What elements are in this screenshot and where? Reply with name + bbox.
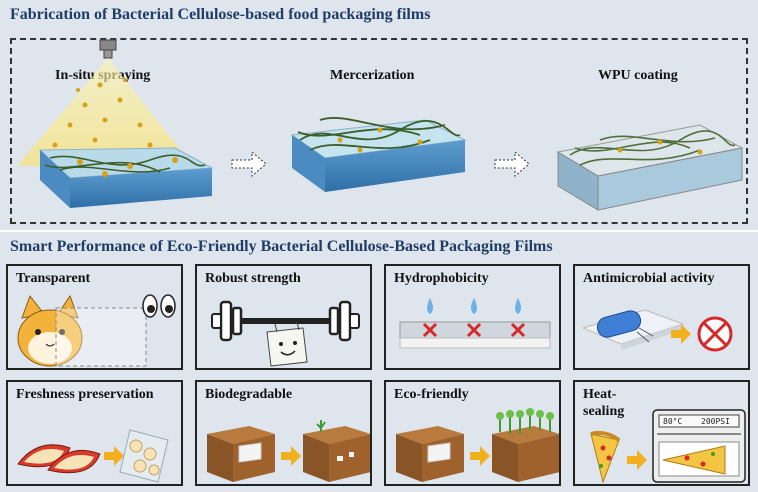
soil-block-before xyxy=(207,426,275,482)
panel-biodegradable-label: Biodegradable xyxy=(205,387,293,402)
freshness-illustration xyxy=(17,429,169,483)
step-mercerization: Mercerization xyxy=(330,68,415,83)
oven-pressure-readout: 200PSI xyxy=(701,417,730,426)
heat-label-line2: sealing xyxy=(583,404,625,419)
oven-temperature-readout: 80°C xyxy=(663,417,682,426)
fabrication-section: Fabrication of Bacterial Cellulose-based… xyxy=(0,0,758,230)
fabrication-title: Fabrication of Bacterial Cellulose-based… xyxy=(10,6,431,23)
eyes-icon xyxy=(142,294,176,318)
panel-hydrophobicity-label: Hydrophobicity xyxy=(394,271,489,286)
panel-robust-strength: Robust strength xyxy=(195,264,372,370)
antimicrobial-illustration xyxy=(581,309,733,352)
arrow-icon xyxy=(281,446,301,466)
arrow-icon xyxy=(470,446,490,466)
panel-antimicrobial-label: Antimicrobial activity xyxy=(583,271,715,286)
bc-film-spraying xyxy=(38,147,214,208)
performance-section: Smart Performance of Eco-Friendly Bacter… xyxy=(0,232,758,492)
prohibit-icon xyxy=(697,316,733,352)
panel-hydrophobicity: Hydrophobicity xyxy=(384,264,561,370)
panel-transparent-label: Transparent xyxy=(16,271,91,286)
biodegradable-illustration xyxy=(207,420,370,482)
cat-icon xyxy=(17,294,83,367)
bacteria-icon xyxy=(596,310,654,343)
panel-heat-sealing-label: Heat- sealing xyxy=(583,386,624,420)
heat-sealing-illustration: 80°C 200PSI xyxy=(590,409,746,484)
water-drops xyxy=(427,298,521,314)
panel-heat-sealing: Heat- sealing 80°C xyxy=(573,380,750,486)
soil-block-plants xyxy=(492,408,559,482)
bc-film-wpu-coated xyxy=(556,124,744,211)
film-smile-icon xyxy=(266,321,308,367)
performance-title: Smart Performance of Eco-Friendly Bacter… xyxy=(10,238,553,255)
packaged-apple-icon xyxy=(119,429,169,483)
heat-sealer-icon xyxy=(652,409,746,483)
panel-robust-strength-label: Robust strength xyxy=(205,271,301,286)
spray-droplets xyxy=(52,78,153,148)
transparent-film xyxy=(55,307,147,367)
soil-block-after xyxy=(303,420,370,482)
hydrophobicity-illustration xyxy=(399,298,551,349)
panel-eco-friendly-label: Eco-friendly xyxy=(394,387,469,402)
panel-biodegradable: Biodegradable xyxy=(195,380,372,486)
process-arrow-1 xyxy=(231,150,267,178)
panel-freshness-label: Freshness preservation xyxy=(16,387,154,402)
panel-antimicrobial-activity: Antimicrobial activity xyxy=(573,264,750,370)
panel-eco-friendly: Eco-friendly xyxy=(384,380,561,486)
barbell-illustration xyxy=(211,300,360,367)
eco-friendly-illustration xyxy=(396,408,559,482)
barbell-icon xyxy=(211,300,360,342)
transparent-illustration xyxy=(17,294,176,367)
step-wpu-coating: WPU coating xyxy=(598,68,678,83)
arrow-icon xyxy=(627,450,647,470)
panel-freshness-preservation: Freshness preservation xyxy=(6,380,183,486)
arrow-icon xyxy=(671,324,691,344)
apple-slices-icon xyxy=(17,444,101,474)
arrow-icon xyxy=(104,446,124,466)
spray-cone xyxy=(18,58,200,175)
process-arrow-2 xyxy=(494,150,530,178)
fabrication-process-box xyxy=(10,38,748,224)
fabrication-illustration xyxy=(18,39,744,211)
cross-icons xyxy=(422,322,526,338)
bc-film-mercerization xyxy=(290,117,467,192)
panel-transparent: Transparent xyxy=(6,264,183,370)
pizza-slice-icon xyxy=(590,430,621,484)
soil-block-before xyxy=(396,426,464,482)
heat-label-line1: Heat- xyxy=(583,387,617,402)
spray-nozzle-icon xyxy=(99,39,117,59)
